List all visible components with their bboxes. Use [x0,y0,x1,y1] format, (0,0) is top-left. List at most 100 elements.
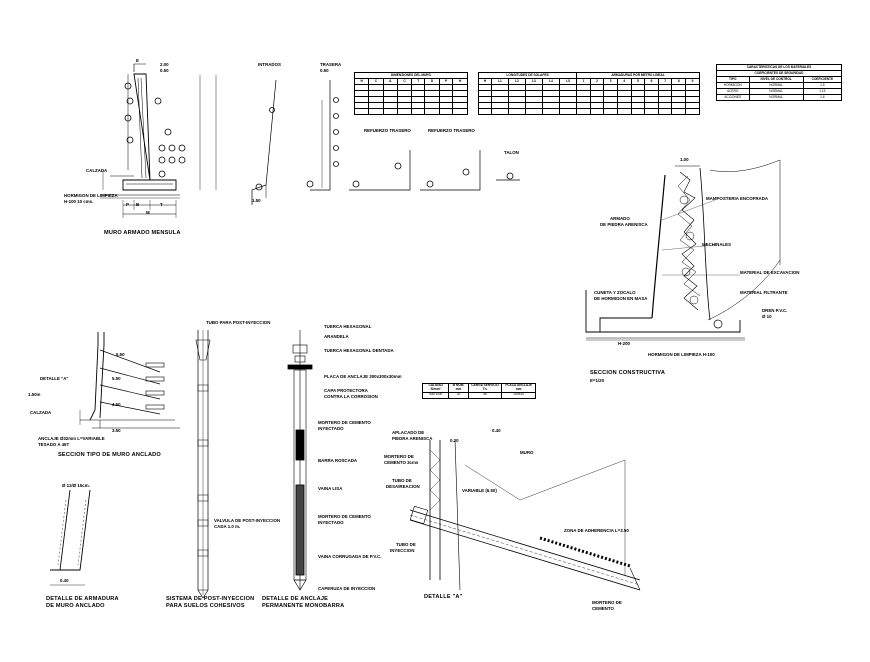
anclaje-label: BARRA ROSCADA [318,458,358,463]
label-calzada: CALZADA [86,168,108,173]
label-dim-p: P [126,202,129,207]
label-refuerzo2: REFUERZO TRASERO [428,128,475,133]
seccion-constructiva-drawing [585,159,781,341]
label-talon: TALON [504,150,519,155]
label-material-excavacion: MATERIAL DE EXCAVACION [740,270,800,275]
label-cota-050b: 0.50 [320,68,329,73]
label-dim-1: 5.50 [116,352,125,357]
mat-cell: ACCIONES [716,94,750,101]
post-inyeccion-drawing [195,330,211,599]
anclaje-header: CARGA SERVICIO Tn. [467,383,503,393]
label-mortero2-a: MORTERO DE [592,600,622,605]
anclaje-label: CAPA PROTECTORA [324,388,368,393]
tabla-armaduras: LONGITUDES DE SOLAPES ARMADURAS POR METR… [477,72,700,115]
label-h100: H-100 10 cms. [64,199,94,204]
muro-mensula-title: MURO ARMADO MENSULA [104,230,181,236]
label-intrados: INTRADOS [258,62,281,67]
label-mechinales: MECHINALES [702,242,732,247]
label-variable: VARIABLE (6.50) [462,488,497,493]
label-dim-2: 5.50 [112,376,121,381]
anclaje-cell: 32 [448,391,469,399]
anclaje-label: VAINA CORRUGADA DE P.V.C. [318,554,382,559]
label-anclaje: ANCLAJE Ø32mm L=VARIABLE [38,436,105,441]
post-inyeccion-title: SISTEMA DE POST-INYECCION [166,596,255,602]
detalle-armadura-title: DETALLE DE ARMADURA [46,596,119,602]
label-refuerzo1: REFUERZO TRASERO [364,128,411,133]
label-mampuesto: MAMPOSTERIA ENCOFRADA [706,196,769,201]
label-dim-3: 4.50 [112,402,121,407]
label-armado: ARMADO [610,216,630,221]
label-detalle-a-ref: DETALLE "A" [40,376,69,381]
label-cada: CADA 1.0 m. [214,524,241,529]
label-aplacado: APLACADO DE [392,430,425,435]
detalle-armadura-drawing [50,489,91,586]
label-mortero-a: MORTERO DE [384,454,414,459]
muro-mensula-drawing [100,63,217,218]
rebar-details [251,79,520,205]
label-zona-adherencia: ZONA DE ADHERENCIA L=3.50 [564,528,629,533]
label-calzada-anclado: CALZADA [30,410,52,415]
tabla-dimensiones: DIMENSIONES DEL MURO H C A C T D P H [353,72,468,115]
label-trasera: TRASERA [320,62,342,67]
muro-anclado-drawing [79,332,180,429]
tabla-materiales: CARACTERISTICAS DE LOS MATERIALES COEFIC… [716,64,843,101]
label-cuneta: CUNETA Y ZOCALO [594,290,636,295]
anclaje-label: CAPERUZA DE INYECCION [318,586,376,591]
detalle-anclaje-title2: PERMANENTE MONOBARRA [262,603,345,609]
label-h200: H-200 [618,341,630,346]
detalle-a-title: DETALLE "A" [424,594,463,600]
label-cota-150: 1.50 [252,198,261,203]
label-tubo-a: TUBO DE [392,478,412,483]
label-muro-a: MURO [520,450,534,455]
label-material-filtrante: MATERIAL FILTRANTE [740,290,788,295]
label-armadura-top: Ø 12/Ø 15cm. [62,483,90,488]
label-h: 1.50m [28,392,41,397]
label-dim-top-a: 0.40 [492,428,501,433]
label-dren: DREN P.V.C. [762,308,788,313]
label-inyeccion: INYECCION [390,548,415,553]
anclaje-label: VAINA LISA [318,486,343,491]
detalle-anclaje-title: DETALLE DE ANCLAJE [262,596,329,602]
label-cota-050: 0.50 [160,68,169,73]
label-hormigon-limpieza: HORMIGON DE LIMPIEZA [64,193,118,198]
anclaje-monobarra-drawing [287,330,313,591]
muro-anclado-title: SECCION TIPO DE MURO ANCLADO [58,452,161,458]
anclaje-cell: 900/1030 [421,391,450,399]
mat-cell: NORMAL [748,94,804,101]
label-cuneta2: DE HORMIGON EN MASA [594,296,648,301]
label-dim-m: M [146,210,150,215]
anclaje-header: Ø NOM. mm [448,383,469,393]
label-dim-e: E [136,58,139,63]
label-dren-size: Ø 10 [762,314,772,319]
label-piedra-a: PIEDRA ARENISCA [392,436,433,441]
label-armadura-dim: 0.40 [60,578,69,583]
label-dim-4: 3.50 [112,428,121,433]
label-tubo-post-inyeccion: TUBO PARA POST-INYECCION [206,320,271,325]
anclaje-label: INYECTADO [318,520,344,525]
detalle-a-drawing [409,439,641,591]
anclaje-cell: 46 [467,391,503,399]
label-piedra: DE PIEDRA ARENISCA [600,222,648,227]
seccion-constructiva-title: SECCION CONSTRUCTIVA [590,370,666,376]
anclaje-label: CONTRA LA CORROSION [324,394,378,399]
anclaje-label: PLACA DE ANCLAJE 300x300x30mm [324,374,402,379]
anclaje-label: ARANDELA [324,334,349,339]
mat-cell: 1.6 [802,94,843,101]
anclaje-label: MORTERO DE CEMENTO [318,420,371,425]
anclaje-label: INYECTADO [318,426,344,431]
label-dim-top2-a: 0.20 [450,438,459,443]
anclaje-label: TUERCA HEXAGONAL DENTADA [324,348,394,353]
anclaje-cell: 250x30 [501,391,536,399]
label-cota-200: 2.00 [160,62,169,67]
anclaje-label: TUERCA HEXAGONAL [324,324,372,329]
detalle-armadura-title2: DE MURO ANCLADO [46,603,105,609]
label-hormigon-limpieza-2: HORMIGON DE LIMPIEZA H-100 [648,352,715,357]
label-dim-b: B [136,202,140,207]
label-top-dim: 1.00 [680,157,689,162]
anclaje-header: PLACA ANCLAJE mm [501,383,536,393]
tabla-anclaje: CALIDAD N/mm² Ø NOM. mm CARGA SERVICIO T… [421,383,536,399]
label-dim-t: T [160,202,163,207]
anclaje-header: CALIDAD N/mm² [421,383,450,393]
